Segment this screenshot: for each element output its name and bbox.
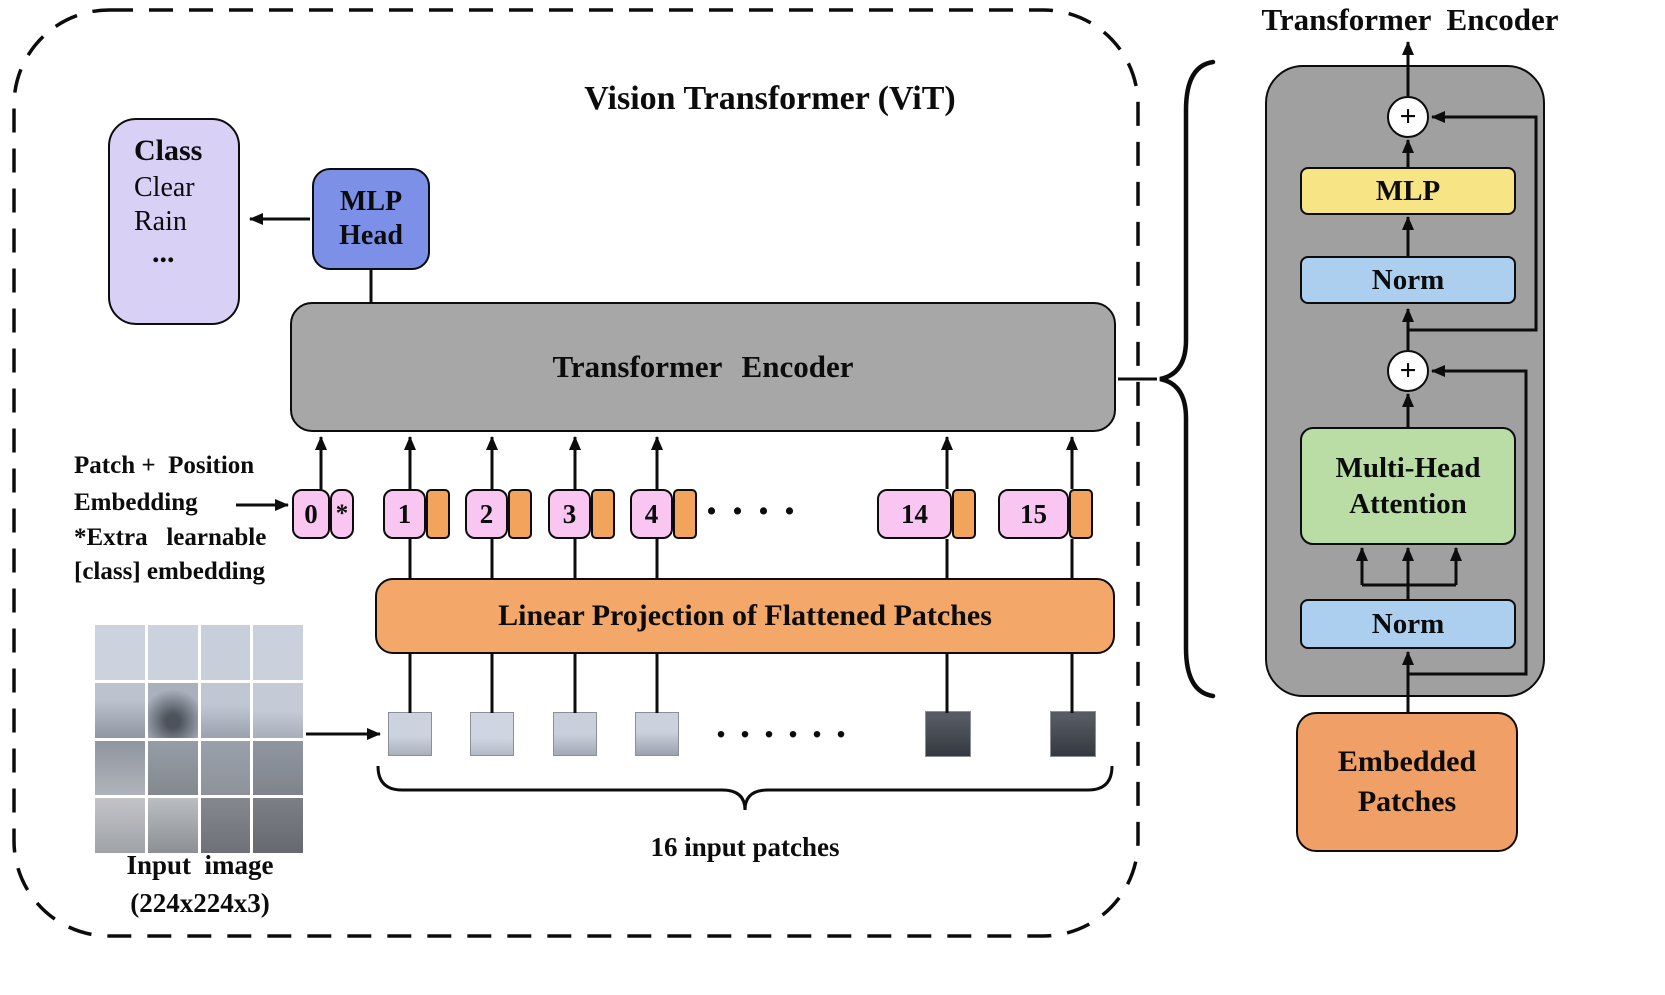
attention-line2: Attention xyxy=(1349,488,1467,520)
input-image-cell xyxy=(147,625,198,680)
input-image-cell xyxy=(95,798,145,853)
input-image-cell xyxy=(253,798,303,853)
encoder-detail-brace xyxy=(1159,59,1216,699)
patches-brace xyxy=(376,765,1114,811)
diagram-title: Vision Transformer (ViT) xyxy=(584,80,956,117)
patch-thumbnail-3 xyxy=(553,712,597,756)
patch-thumbnail-15 xyxy=(925,711,971,757)
input-image-cell xyxy=(200,740,251,796)
input-image xyxy=(95,625,303,853)
token-15: 15 xyxy=(998,489,1069,539)
class-output-box: Class Clear Rain ... xyxy=(108,118,240,325)
mlp-head-box: MLP Head xyxy=(312,168,430,270)
patch-embedding-14 xyxy=(952,489,976,539)
mlp-head-line2: Head xyxy=(339,220,403,251)
residual-add-bottom: + xyxy=(1387,350,1429,392)
input-image-caption-line1: Input image xyxy=(126,850,274,880)
patch-thumbnail-2 xyxy=(470,712,514,756)
linear-projection-box: Linear Projection of Flattened Patches xyxy=(375,578,1115,654)
mlp-head-line1: MLP xyxy=(339,186,403,217)
token-4: 4 xyxy=(630,489,673,539)
token-14: 14 xyxy=(877,489,952,539)
embedded-patches-line2: Patches xyxy=(1357,785,1457,818)
class-item-clear: Clear xyxy=(134,172,195,203)
input-image-cell xyxy=(95,740,145,796)
patch-embedding-15 xyxy=(1069,489,1093,539)
patch-embedding-4 xyxy=(673,489,697,539)
patch-thumbnail-1 xyxy=(388,712,432,756)
mlp-box: MLP xyxy=(1300,167,1516,215)
embedding-note-line1: Patch + Position xyxy=(74,452,255,479)
patch-embedding-1 xyxy=(426,489,450,539)
input-image-caption-line2: (224x224x3) xyxy=(130,888,270,918)
class-item-rain: Rain xyxy=(134,206,187,237)
token-3: 3 xyxy=(548,489,591,539)
input-image-cell xyxy=(253,682,303,738)
embedded-patches-line1: Embedded xyxy=(1337,745,1477,778)
patch-ellipsis-dots: . . . . . . xyxy=(716,701,848,746)
class-ellipsis: ... xyxy=(152,236,175,269)
transformer-encoder-label: Transformer Encoder xyxy=(552,349,854,384)
input-patches-label: 16 input patches xyxy=(650,832,840,862)
linear-projection-label: Linear Projection of Flattened Patches xyxy=(498,599,992,632)
norm-bottom-box: Norm xyxy=(1300,599,1516,649)
residual-add-top: + xyxy=(1387,96,1429,138)
embedding-note-line2: Embedding xyxy=(74,489,198,516)
token-2: 2 xyxy=(465,489,508,539)
input-image-cell xyxy=(147,682,198,738)
input-image-cell xyxy=(147,740,198,796)
input-image-cell xyxy=(200,682,251,738)
input-image-cell xyxy=(95,625,145,680)
token-1: 1 xyxy=(383,489,426,539)
embedding-note-line3: *Extra learnable xyxy=(74,524,267,551)
attention-line1: Multi-Head xyxy=(1335,452,1481,484)
embedding-note-line4: [class] embedding xyxy=(74,558,265,585)
input-image-cell xyxy=(200,625,251,680)
input-image-cell xyxy=(253,740,303,796)
token-class-star: * xyxy=(330,489,354,539)
patch-embedding-2 xyxy=(508,489,532,539)
norm-top-box: Norm xyxy=(1300,256,1516,304)
patch-thumbnail-4 xyxy=(635,712,679,756)
token-ellipsis-dots: . . . . xyxy=(706,475,797,524)
multi-head-attention-box: Multi-Head Attention xyxy=(1300,427,1516,545)
input-image-cell xyxy=(147,798,198,853)
patch-thumbnail-16 xyxy=(1050,711,1096,757)
input-image-cell xyxy=(200,798,251,853)
input-image-cell xyxy=(253,625,303,680)
transformer-encoder-box: Transformer Encoder xyxy=(290,302,1116,432)
encoder-detail-title: Transformer Encoder xyxy=(1261,2,1559,37)
token-0: 0 xyxy=(292,489,330,539)
patch-embedding-3 xyxy=(591,489,615,539)
class-header: Class xyxy=(134,134,203,167)
input-image-cell xyxy=(95,682,145,738)
embedded-patches-box: Embedded Patches xyxy=(1296,712,1518,852)
